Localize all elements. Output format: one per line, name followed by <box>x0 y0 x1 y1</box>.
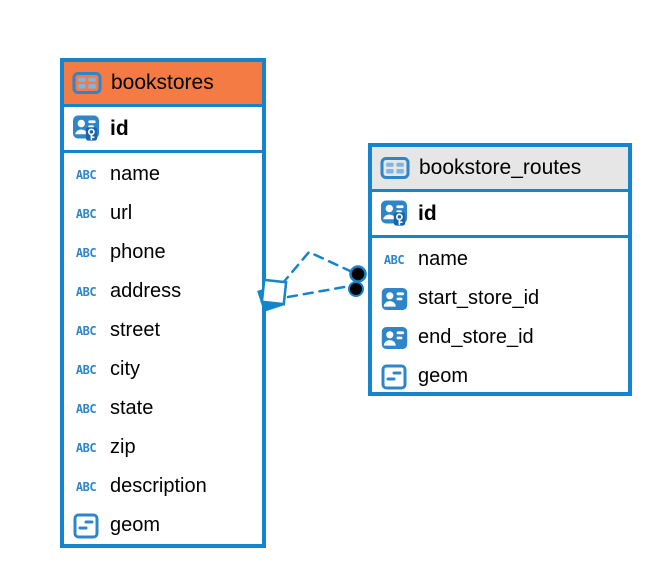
table-header[interactable]: bookstore_routes <box>372 147 628 192</box>
column-row[interactable]: ABC zip <box>64 428 262 467</box>
column-name: url <box>110 202 133 224</box>
column-name: zip <box>110 436 136 458</box>
column-row[interactable]: ABC url <box>64 194 262 233</box>
text-icon: ABC <box>71 441 101 455</box>
text-icon-glyph: ABC <box>75 440 97 455</box>
column-row[interactable]: ABC name <box>372 240 628 279</box>
primary-key-row[interactable]: id <box>64 107 262 153</box>
primary-key-row[interactable]: id <box>372 192 628 238</box>
text-icon-glyph: ABC <box>75 323 97 338</box>
text-icon-glyph: ABC <box>75 401 97 416</box>
column-name: geom <box>110 514 161 536</box>
text-icon: ABC <box>71 285 101 299</box>
text-icon: ABC <box>71 246 101 260</box>
table-icon <box>72 71 102 95</box>
column-name: city <box>110 358 140 380</box>
column-name: name <box>418 248 469 270</box>
column-name: id <box>110 116 129 140</box>
id-badge-icon <box>379 287 409 311</box>
column-row[interactable]: ABC city <box>64 350 262 389</box>
table-bookstore-routes[interactable]: bookstore_routes id ABC name start_store_i… <box>368 143 632 396</box>
table-title: bookstore_routes <box>419 156 582 179</box>
column-name: description <box>110 475 207 497</box>
column-row[interactable]: ABC name <box>64 155 262 194</box>
relationship-line-upper[interactable] <box>280 250 352 286</box>
column-name: geom <box>418 365 469 387</box>
text-icon-glyph: ABC <box>75 206 97 221</box>
column-name: start_store_id <box>418 287 540 309</box>
column-name: street <box>110 319 161 341</box>
column-row[interactable]: end_store_id <box>372 318 628 357</box>
column-row[interactable]: ABC phone <box>64 233 262 272</box>
column-row[interactable]: geom <box>64 506 262 545</box>
column-row[interactable]: start_store_id <box>372 279 628 318</box>
column-name: address <box>110 280 182 302</box>
table-title: bookstores <box>111 71 214 94</box>
text-icon: ABC <box>379 253 409 267</box>
text-icon-glyph: ABC <box>75 284 97 299</box>
text-icon: ABC <box>71 207 101 221</box>
column-row[interactable]: geom <box>372 357 628 396</box>
primary-key-icon <box>379 199 409 229</box>
text-icon-glyph: ABC <box>75 479 97 494</box>
column-name: id <box>418 201 437 225</box>
text-icon: ABC <box>71 324 101 338</box>
column-row[interactable]: ABC state <box>64 389 262 428</box>
column-name: phone <box>110 241 166 263</box>
text-icon: ABC <box>71 363 101 377</box>
geometry-icon <box>379 364 409 390</box>
column-row[interactable]: ABC street <box>64 311 262 350</box>
text-icon: ABC <box>71 168 101 182</box>
table-icon <box>380 156 410 180</box>
relationship-line-lower[interactable] <box>286 284 352 299</box>
primary-key-icon <box>71 114 101 144</box>
many-side-marker[interactable] <box>257 278 288 312</box>
column-row[interactable]: ABC description <box>64 467 262 506</box>
column-name: name <box>110 163 161 185</box>
text-icon-glyph: ABC <box>75 245 97 260</box>
endpoint-dots[interactable] <box>348 265 367 297</box>
column-row[interactable]: ABC address <box>64 272 262 311</box>
text-icon: ABC <box>71 402 101 416</box>
table-header[interactable]: bookstores <box>64 62 262 107</box>
text-icon-glyph: ABC <box>383 252 405 267</box>
text-icon: ABC <box>71 480 101 494</box>
text-icon-glyph: ABC <box>75 167 97 182</box>
column-name: end_store_id <box>418 326 534 348</box>
column-name: state <box>110 397 154 419</box>
text-icon-glyph: ABC <box>75 362 97 377</box>
id-badge-icon <box>379 326 409 350</box>
geometry-icon <box>71 513 101 539</box>
